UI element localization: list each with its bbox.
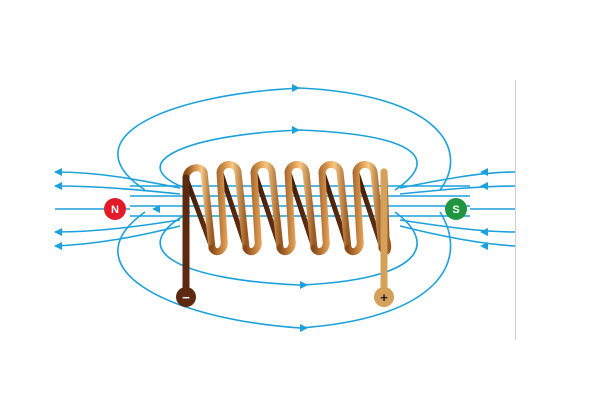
coil-front-segment: [310, 161, 352, 256]
coil-front-segment: [276, 161, 318, 256]
frame-edge: [515, 80, 516, 340]
field-fan-right-1: [399, 171, 516, 189]
field-loop-outer-bottom: [117, 211, 452, 329]
coil-front-segment: [242, 161, 284, 256]
field-arrows: [54, 84, 488, 332]
south-pole-badge: S: [445, 198, 467, 220]
field-arrow-icon: [54, 182, 62, 190]
field-arrow-icon: [300, 324, 308, 332]
coil-front-segment: [344, 161, 386, 256]
south-pole-label: S: [452, 204, 459, 216]
field-arrow-icon: [152, 205, 160, 213]
field-fan-left-4: [54, 219, 181, 233]
field-arrow-icon: [480, 228, 488, 236]
coil-icon: [182, 161, 392, 296]
field-arrow-icon: [292, 84, 300, 92]
field-arrow-icon: [480, 168, 488, 176]
north-pole-badge: N: [104, 198, 126, 220]
field-arrow-icon: [54, 242, 62, 250]
field-arrow-icon: [54, 228, 62, 236]
field-fan-left-1: [54, 171, 181, 189]
positive-terminal-label: +: [380, 290, 388, 305]
field-loop-inner-bottom: [159, 211, 418, 286]
field-fan-left-2: [54, 185, 181, 195]
field-arrow-icon: [480, 242, 488, 250]
north-pole-circle: [104, 198, 126, 220]
positive-terminal-cap: [374, 287, 394, 307]
south-pole-circle: [445, 198, 467, 220]
positive-terminal: +: [374, 287, 394, 307]
field-arrow-icon: [54, 168, 62, 176]
field-fan-right-4: [399, 219, 516, 233]
field-arrow-icon: [300, 281, 308, 289]
negative-terminal-cap: [176, 287, 196, 307]
coil-front-segment: [208, 161, 250, 256]
field-arrow-icon: [480, 182, 488, 190]
north-pole-label: N: [111, 204, 119, 216]
field-arrow-icon: [292, 126, 300, 134]
field-fan-right-5: [399, 225, 516, 247]
field-loop-outer-top: [117, 87, 452, 191]
negative-terminal-label: −: [182, 290, 190, 305]
field-fan-left-5: [54, 225, 181, 247]
field-fan-right-2: [399, 185, 516, 195]
negative-terminal: −: [176, 287, 196, 307]
